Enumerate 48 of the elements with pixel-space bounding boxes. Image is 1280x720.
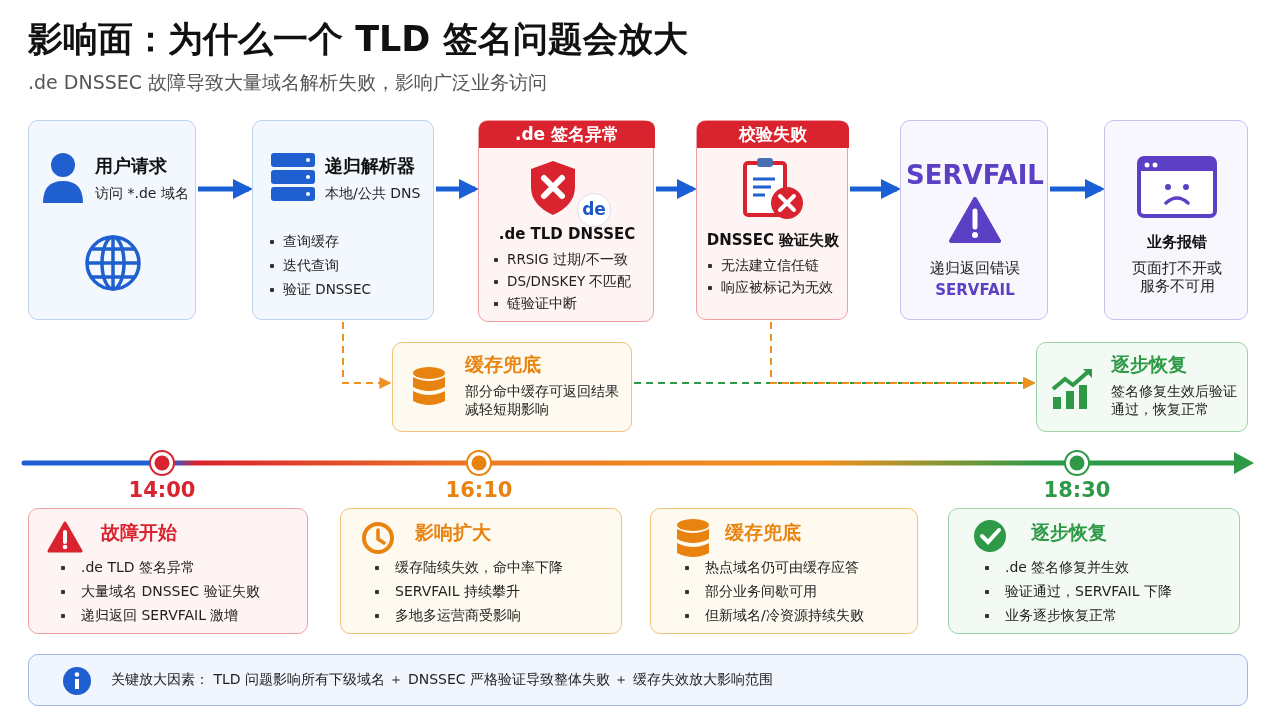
node-text: 本地/公共 DNS: [325, 185, 422, 203]
arrow: [850, 179, 901, 199]
node-title: 缓存兜底: [725, 521, 802, 545]
process-card: [948, 508, 1240, 634]
arrow: [770, 321, 1036, 389]
node-title: 用户请求: [95, 155, 168, 178]
process-card: [696, 120, 848, 320]
domain-badge: de: [577, 193, 611, 227]
node-title: 逐步恢复: [1111, 353, 1188, 377]
node-title: 递归解析器: [325, 155, 416, 178]
node-text: 关键放大因素： TLD 问题影响所有下级域名 ＋ DNSSEC 严格验证导致整体失败 ＋ 缓存失效放大影响范围: [111, 671, 774, 689]
node-title: 逐步恢复: [1031, 521, 1108, 545]
process-card: [1104, 120, 1248, 320]
time-label: 18:30: [1042, 478, 1112, 502]
arrow: [1050, 179, 1105, 199]
node-title: 影响扩大: [415, 521, 492, 545]
process-card: [650, 508, 918, 634]
status-code: SERVFAIL: [934, 281, 1016, 300]
node-title: 业务报错: [1146, 233, 1208, 252]
card-header: .de 签名异常: [479, 121, 655, 149]
node-text: 签名修复生效后验证通过，恢复正常: [1111, 383, 1238, 418]
process-card: [478, 120, 654, 322]
status-code: SERVFAIL: [905, 159, 1045, 192]
process-card: [1036, 342, 1248, 432]
node-text: 页面打不开或服务不可用: [1131, 259, 1223, 296]
arrow: [436, 179, 479, 199]
info-bar: [28, 654, 1248, 706]
process-card: [28, 508, 308, 634]
process-card: [900, 120, 1048, 320]
node-text: 访问 *.de 域名: [95, 185, 190, 203]
arrow: [198, 179, 253, 199]
node-title: 故障开始: [101, 521, 178, 545]
process-card: [28, 120, 196, 320]
subtitle: .de DNSSEC 故障导致大量域名解析失败，影响广泛业务访问: [28, 70, 548, 95]
node-title: 缓存兜底: [465, 353, 542, 377]
time-label: 14:00: [127, 478, 197, 502]
process-card: [392, 342, 632, 432]
node-text: 递归返回错误: [929, 259, 1021, 278]
process-card: [340, 508, 622, 634]
node-title: .de TLD DNSSEC: [497, 225, 637, 244]
node-title: DNSSEC 验证失败: [705, 231, 841, 250]
node-text: 部分命中缓存可返回结果减轻短期影响: [465, 383, 620, 418]
title: 影响面：为什么一个 TLD 签名问题会放大: [28, 18, 688, 61]
card-header: 校验失败: [697, 121, 849, 149]
arrow: [342, 321, 392, 389]
time-label: 16:10: [444, 478, 514, 502]
arrow: [656, 179, 697, 199]
process-card: [252, 120, 434, 320]
